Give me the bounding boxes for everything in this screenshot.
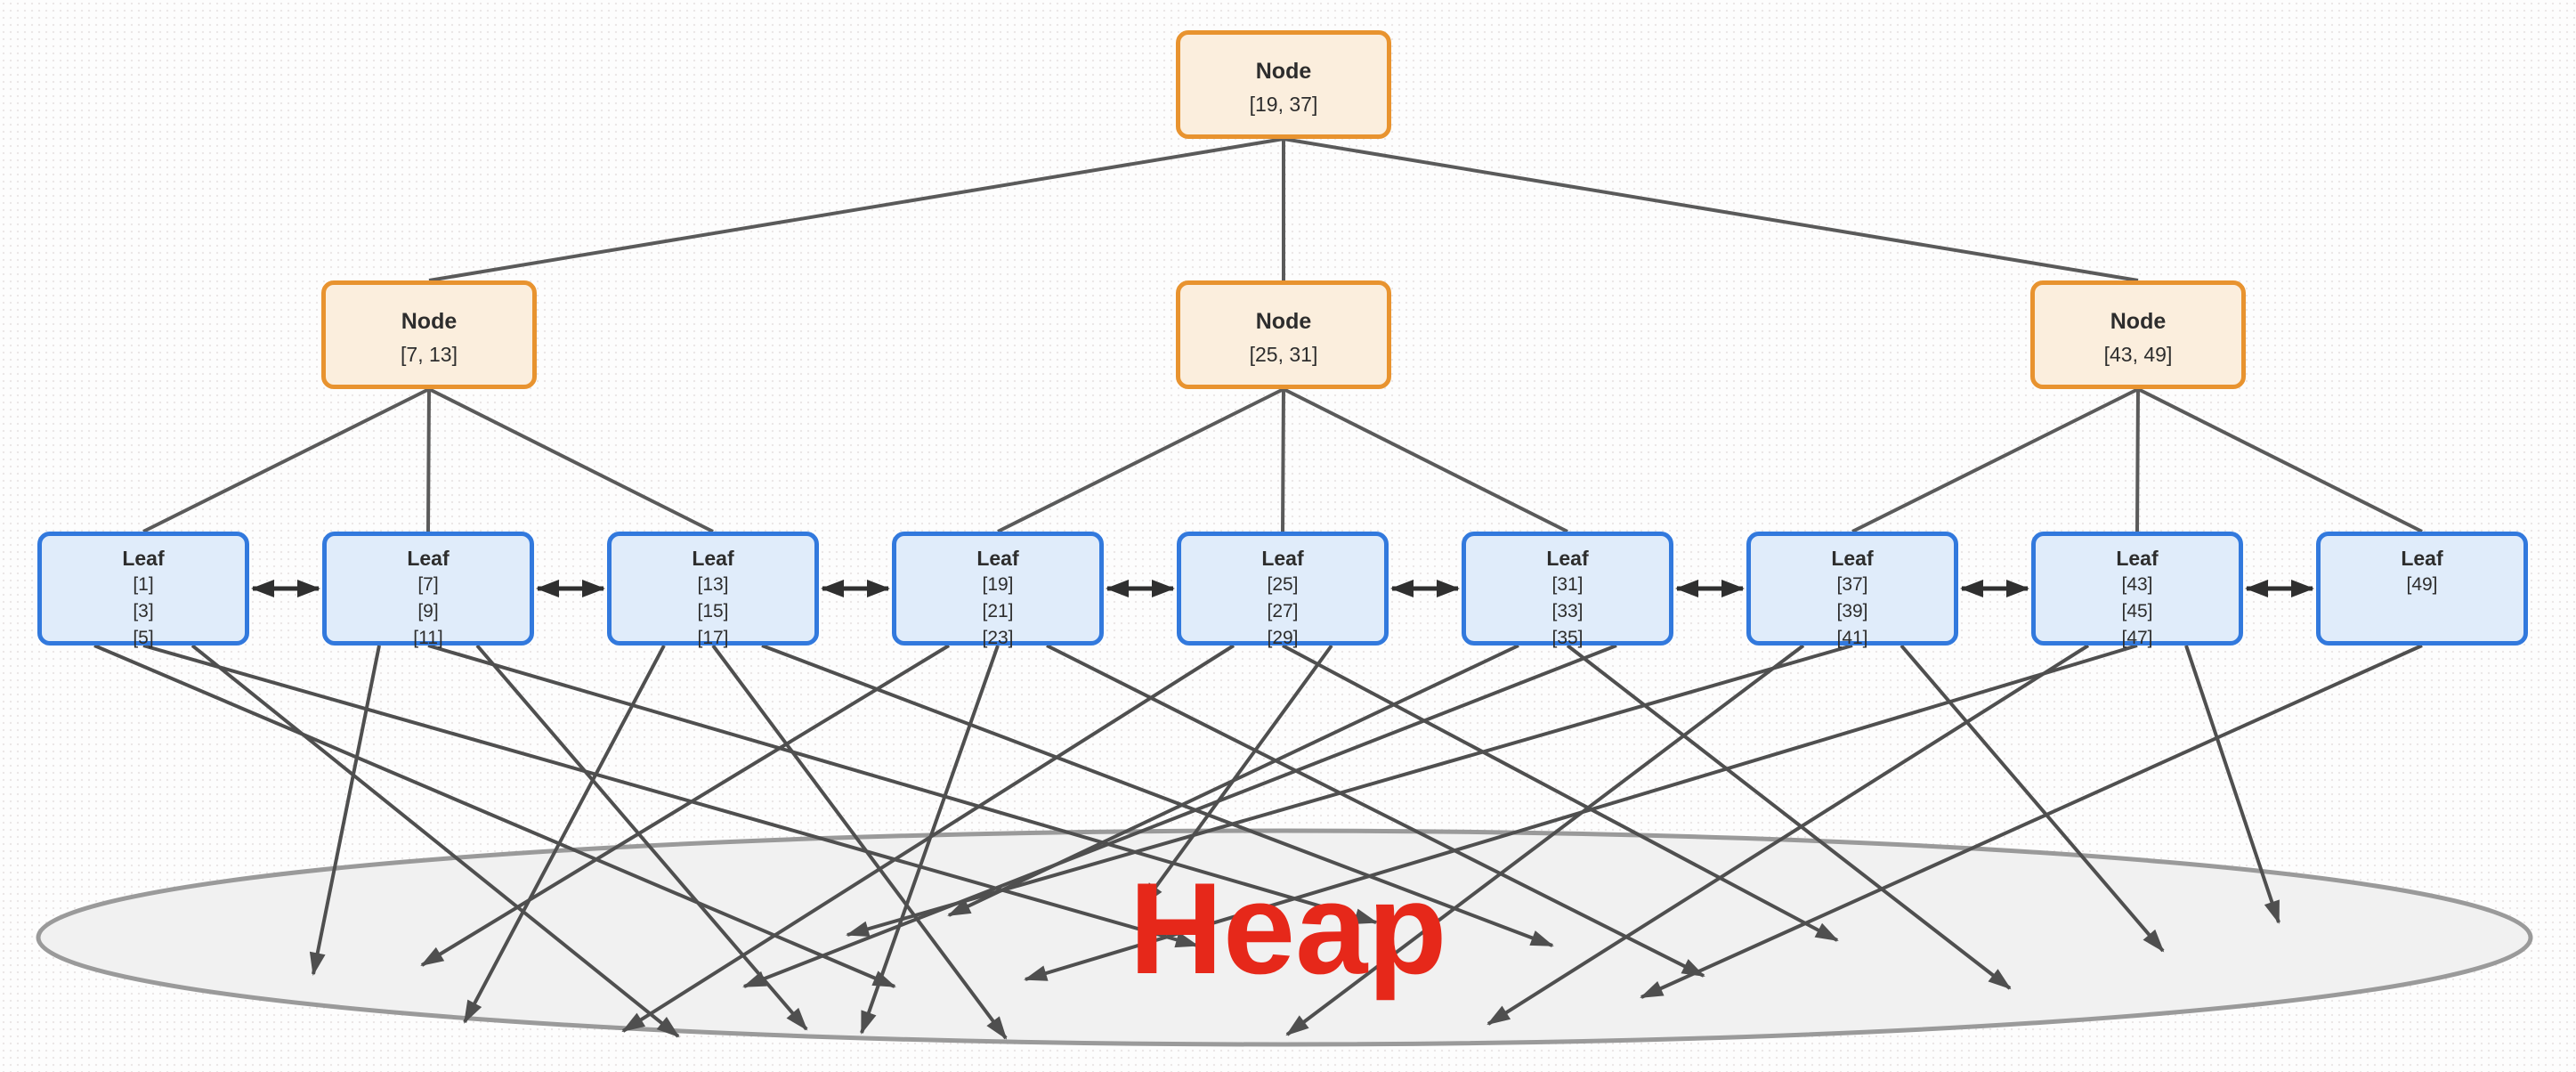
node-keys: [25, 31] bbox=[1249, 342, 1318, 366]
leaf-title: Leaf bbox=[976, 547, 1019, 570]
tree-edges bbox=[142, 137, 2423, 533]
tree-leaf: Leaf [25] [27] [29] bbox=[1177, 532, 1389, 648]
leaf-record: [41] bbox=[1836, 627, 1868, 648]
leaf-record: [5] bbox=[133, 627, 154, 648]
node-title: Node bbox=[2110, 309, 2167, 334]
node-keys: [19, 37] bbox=[1249, 92, 1318, 116]
tree-leaf: Leaf [31] [33] [35] bbox=[1462, 532, 1673, 648]
leaf-record: [25] bbox=[1267, 574, 1299, 596]
leaf-title: Leaf bbox=[1261, 547, 1304, 570]
heap-ellipse bbox=[36, 828, 2533, 1047]
leaf-title: Leaf bbox=[1546, 547, 1589, 570]
heap-label: Heap bbox=[1129, 856, 1446, 1001]
tree-leaf: Leaf [1] [3] [5] bbox=[37, 532, 249, 648]
leaf-record: [7] bbox=[417, 574, 439, 596]
leaf-title: Leaf bbox=[407, 547, 450, 570]
leaf-record: [13] bbox=[697, 574, 729, 596]
leaf-record: [21] bbox=[982, 601, 1014, 622]
tree-node-internal: Node [43, 49] bbox=[2030, 280, 2246, 389]
tree-leaf: Leaf [37] [39] [41] bbox=[1746, 532, 1958, 648]
leaf-title: Leaf bbox=[2401, 547, 2443, 570]
tree-leaf: Leaf [13] [15] [17] bbox=[607, 532, 819, 648]
leaf-record: [17] bbox=[697, 627, 729, 648]
leaf-title: Leaf bbox=[122, 547, 165, 570]
tree-leaf: Leaf [19] [21] [23] bbox=[892, 532, 1104, 648]
leaf-record: [47] bbox=[2121, 627, 2153, 648]
leaf-record: [19] bbox=[982, 574, 1014, 596]
leaf-record: [31] bbox=[1551, 574, 1584, 596]
leaf-record: [43] bbox=[2121, 574, 2153, 596]
leaf-record: [49] bbox=[2406, 574, 2438, 596]
leaf-title: Leaf bbox=[692, 547, 734, 570]
heap-pointer-arrows bbox=[93, 644, 2423, 1040]
tree-leaf: Leaf [43] [45] [47] bbox=[2031, 532, 2243, 648]
leaf-record: [23] bbox=[982, 627, 1014, 648]
leaf-record: [11] bbox=[413, 627, 443, 648]
node-title: Node bbox=[1255, 59, 1312, 84]
leaf-record: [39] bbox=[1836, 601, 1868, 622]
tree-leaf: Leaf [7] [9] [11] bbox=[322, 532, 534, 648]
leaf-record: [29] bbox=[1267, 627, 1299, 648]
leaf-record: [45] bbox=[2121, 601, 2153, 622]
leaf-record: [15] bbox=[697, 601, 729, 622]
leaf-record: [27] bbox=[1267, 601, 1299, 622]
tree-node-root: Node [19, 37] bbox=[1176, 30, 1391, 139]
node-keys: [7, 13] bbox=[401, 342, 458, 366]
tree-leaf: Leaf [49] bbox=[2316, 532, 2528, 646]
leaf-record: [1] bbox=[133, 574, 154, 596]
tree-node-internal: Node [7, 13] bbox=[321, 280, 537, 389]
leaf-record: [3] bbox=[133, 601, 154, 622]
leaf-record: [33] bbox=[1551, 601, 1584, 622]
node-title: Node bbox=[1255, 309, 1312, 334]
node-title: Node bbox=[401, 309, 458, 334]
tree-node-internal: Node [25, 31] bbox=[1176, 280, 1391, 389]
leaf-title: Leaf bbox=[2116, 547, 2159, 570]
node-keys: [43, 49] bbox=[2103, 342, 2173, 366]
leaf-record: [9] bbox=[417, 601, 439, 622]
leaf-title: Leaf bbox=[1831, 547, 1874, 570]
leaf-record: [35] bbox=[1551, 627, 1584, 648]
leaf-record: [37] bbox=[1836, 574, 1868, 596]
